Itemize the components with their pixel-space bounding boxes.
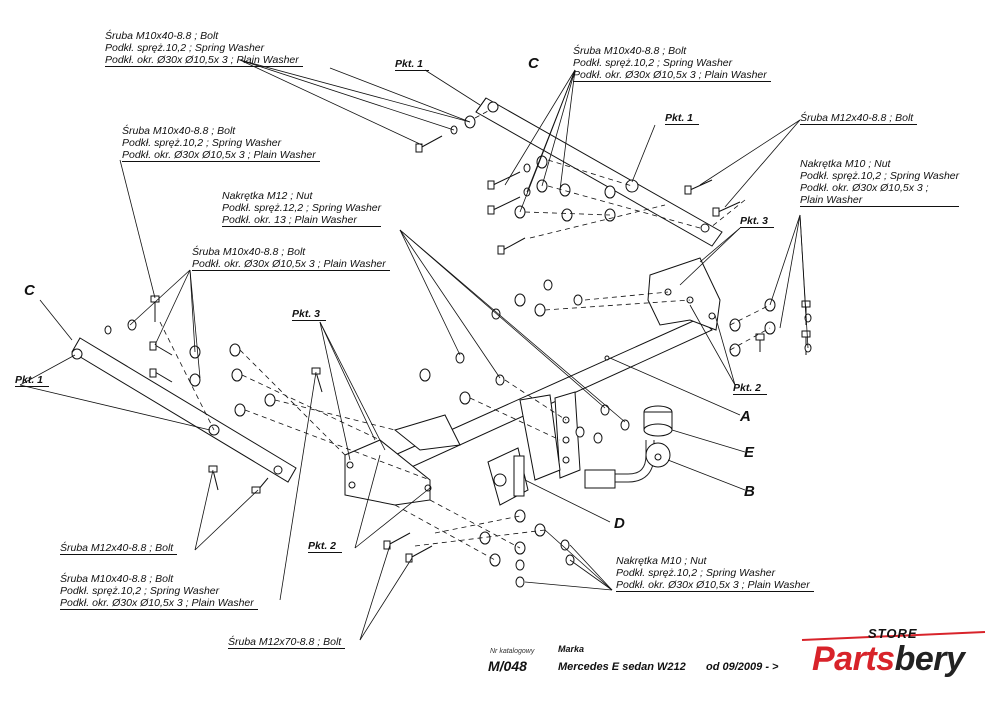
callout-line: Śruba M10x40-8.8 ; Bolt [60,573,174,585]
part-label-b: B [744,483,755,500]
callout-line: Podkł. spręż.10,2 ; Spring Washer [616,567,776,579]
vehicle-model: Mercedes E sedan W212 [558,661,686,673]
callout-line: Podkł. spręż.10,2 ; Spring Washer [105,42,265,54]
callout-bolt-washer-top-middle: Śruba M10x40-8.8 ; Bolt Podkł. spręż.10,… [573,45,771,82]
part-label-c-left: C [24,282,35,299]
brand-label: Marka [558,644,585,654]
logo-store-text: STORE [868,626,918,641]
catalog-number-label: Nr katalogowy [490,648,535,655]
callout-line: Śruba M12x70-8.8 ; Bolt [228,636,346,649]
callout-line: Podkł. spręż.10,2 ; Spring Washer [800,170,960,182]
callout-line: Plain Washer [800,194,960,207]
logo-wordmark-part2: bery [894,640,965,678]
callout-nut-m12: Nakrętka M12 ; Nut Podkł. spręż.12,2 ; S… [222,190,382,227]
callout-line: Podkł. okr. Ø30x Ø10,5x 3 ; [800,182,929,194]
production-date: od 09/2009 - > [706,661,779,673]
point-marker-3-right: Pkt. 3 [740,215,775,228]
callout-bolt-m12-top-right: Śruba M12x40-8.8 ; Bolt [800,112,918,125]
center-hanger [519,391,581,481]
callout-line: Nakrętka M10 ; Nut [800,158,891,170]
callout-line: Śruba M10x40-8.8 ; Bolt [105,30,219,42]
callout-line: Nakrętka M12 ; Nut [222,190,313,202]
callout-bolt-m12-bottom-left: Śruba M12x40-8.8 ; Bolt [60,542,178,555]
callout-line: Podkł. okr. Ø30x Ø10,5x 3 ; Plain Washer [192,258,390,271]
callout-line: Śruba M12x40-8.8 ; Bolt [800,112,918,125]
logo-wordmark: Partsbery [812,640,965,679]
catalog-number: M/048 [488,658,527,674]
side-arm-right [647,257,721,331]
callout-line: Podkł. okr. Ø30x Ø10,5x 3 ; Plain Washer [573,69,771,82]
part-label-d: D [614,515,625,532]
part-label-e: E [744,444,755,461]
point-marker-1-top: Pkt. 1 [395,58,430,71]
bolts [149,135,811,563]
bracket-plate-left [71,337,297,483]
callout-line: Śruba M12x40-8.8 ; Bolt [60,542,178,555]
logo-wordmark-part1: Parts [812,640,895,678]
ball-cap [643,405,673,437]
callout-line: Podkł. okr. Ø30x Ø10,5x 3 ; Plain Washer [616,579,814,592]
callout-bolt-plain-washer: Śruba M10x40-8.8 ; Bolt Podkł. okr. Ø30x… [192,246,390,271]
callout-bolt-washer-mid-left: Śruba M10x40-8.8 ; Bolt Podkł. spręż.10,… [122,125,320,162]
callout-line: Śruba M10x40-8.8 ; Bolt [122,125,236,137]
callout-line: Podkł. okr. Ø30x Ø10,5x 3 ; Plain Washer [105,54,303,67]
part-label-c-top: C [528,55,539,72]
callout-line: Podkł. spręż.10,2 ; Spring Washer [60,585,220,597]
point-marker-1-mid: Pkt. 1 [665,112,700,125]
bracket-plate-right [475,97,723,247]
point-marker-2-right: Pkt. 2 [733,382,768,395]
callout-line: Podkł. okr. Ø30x Ø10,5x 3 ; Plain Washer [60,597,258,610]
callout-bolt-washer-top-left: Śruba M10x40-8.8 ; Bolt Podkł. spręż.10,… [105,30,303,67]
callout-line: Śruba M10x40-8.8 ; Bolt [192,246,306,258]
point-marker-2-left: Pkt. 2 [308,540,343,553]
callout-line: Podkł. okr. Ø30x Ø10,5x 3 ; Plain Washer [122,149,320,162]
side-arm-left [344,414,461,506]
callout-line: Podkł. okr. 13 ; Plain Washer [222,214,382,227]
tow-ball [584,440,671,489]
point-marker-1-left: Pkt. 1 [15,374,50,387]
callout-line: Śruba M10x40-8.8 ; Bolt [573,45,687,57]
leader-lines [19,59,809,641]
socket-plate [487,447,529,506]
callout-bolt-m12x70: Śruba M12x70-8.8 ; Bolt [228,636,346,649]
callout-nut-m10-bottom: Nakrętka M10 ; Nut Podkł. spręż.10,2 ; S… [616,555,814,592]
callout-nut-m10-right: Nakrętka M10 ; Nut Podkł. spręż.10,2 ; S… [800,158,960,207]
point-marker-3-left: Pkt. 3 [292,308,327,321]
callout-line: Podkł. spręż.12,2 ; Spring Washer [222,202,382,214]
part-label-a: A [740,408,751,425]
callout-line: Podkł. spręż.10,2 ; Spring Washer [573,57,733,69]
callout-bolt-washer-bottom-left: Śruba M10x40-8.8 ; Bolt Podkł. spręż.10,… [60,573,258,610]
callout-line: Podkł. spręż.10,2 ; Spring Washer [122,137,282,149]
assembly-guides [159,109,771,561]
callout-line: Nakrętka M10 ; Nut [616,555,707,567]
